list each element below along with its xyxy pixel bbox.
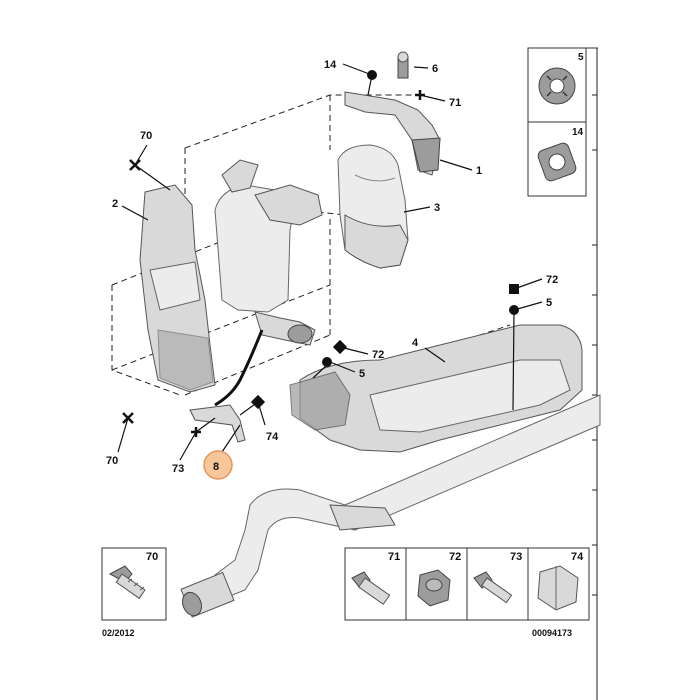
- panel-74-label: 74: [571, 551, 584, 563]
- panel-73-label: 73: [510, 551, 522, 563]
- part-3-catalyst-heat-shield: [337, 144, 409, 269]
- part-4-exhaust-heat-shield: [289, 324, 583, 453]
- part-8-bracket: [189, 404, 246, 443]
- callout-labels: 14 6 71 70 1 2 3 72 5 4 72 5 74 70 8 73: [106, 59, 558, 475]
- callout-73: 73: [172, 463, 184, 475]
- bolt-73-icon: [473, 571, 513, 604]
- nut-74-icon: [537, 565, 579, 611]
- marker-73-cross: [191, 427, 201, 437]
- marker-72-square: [509, 284, 519, 294]
- side-panel-bottom-label: 14: [572, 127, 584, 138]
- gasket-14-icon: [537, 142, 577, 182]
- callout-2: 2: [112, 198, 118, 210]
- part-1-heat-shield-bracket: [344, 91, 441, 176]
- side-panel-top-label: 5: [578, 52, 584, 63]
- fastener-markers: [122, 70, 519, 437]
- exhaust-pipe: [180, 394, 601, 618]
- part-2-manifold-heat-shield: [139, 184, 216, 393]
- callout-5-right: 5: [546, 297, 552, 309]
- fastener-panels-right: 71 72 73 74: [344, 547, 590, 621]
- marker-72b-square: [332, 339, 348, 355]
- catalytic-converter: [214, 159, 323, 346]
- callout-71: 71: [449, 97, 461, 109]
- side-parts-panel: 5 14: [527, 47, 598, 197]
- callout-70-top: 70: [140, 130, 152, 142]
- callout-72-right: 72: [546, 274, 558, 286]
- marker-70-cross: [129, 159, 141, 171]
- sensor-wire: [214, 329, 264, 407]
- marker-70b-cross: [122, 412, 134, 424]
- callout-4: 4: [412, 337, 419, 349]
- callout-72-mid: 72: [372, 349, 384, 361]
- marker-74-square: [250, 394, 266, 410]
- callout-70-bottom: 70: [106, 455, 118, 467]
- reference-code: 00094173: [532, 628, 572, 638]
- marker-71-cross: [415, 90, 425, 100]
- page-edge-ruler: [592, 48, 598, 700]
- highlight-8-circle: [203, 450, 233, 480]
- panel-72-label: 72: [449, 551, 461, 563]
- bolt-6-icon: [397, 51, 409, 79]
- nut-72-icon: [417, 569, 451, 607]
- marker-5b-dot: [322, 357, 332, 367]
- panel-70-label: 70: [146, 551, 158, 563]
- callout-1: 1: [476, 165, 482, 177]
- callout-14: 14: [324, 59, 337, 71]
- callout-5-mid: 5: [359, 368, 365, 380]
- bolt-71-icon: [351, 571, 391, 605]
- fastener-panel-70: 70: [101, 547, 167, 621]
- callout-8: 8: [213, 461, 219, 473]
- callout-74: 74: [266, 431, 279, 443]
- date-code: 02/2012: [102, 628, 135, 638]
- panel-71-label: 71: [388, 551, 400, 563]
- callout-3: 3: [434, 202, 440, 214]
- marker-5-dot: [509, 305, 519, 315]
- callout-6: 6: [432, 63, 438, 75]
- washer-5-icon: [538, 67, 576, 105]
- bolt-70-icon: [108, 565, 146, 599]
- marker-14-dot: [367, 70, 377, 80]
